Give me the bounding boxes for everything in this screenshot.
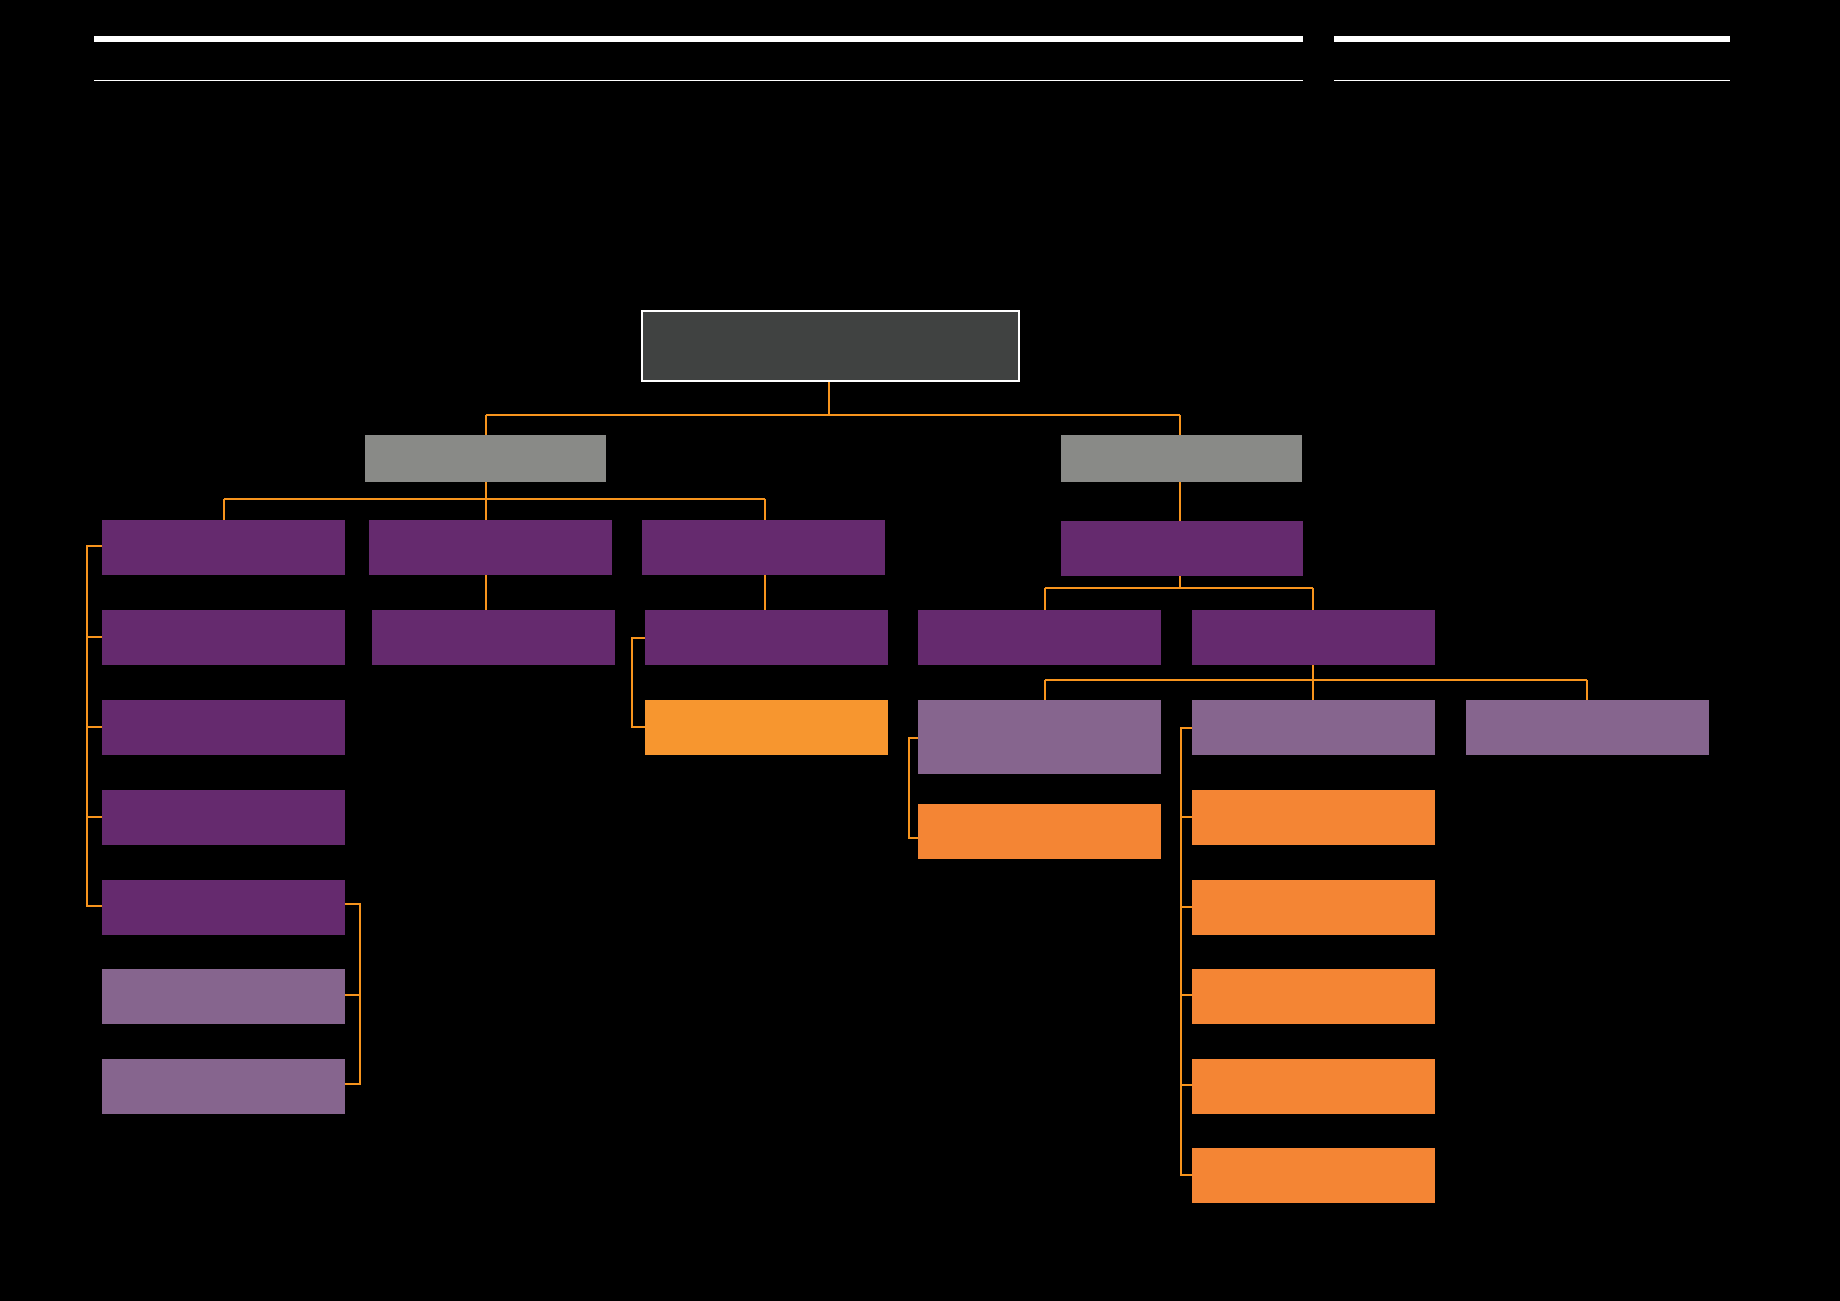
org-node-right-2b [1192,610,1435,665]
org-node-left-b1 [369,520,612,575]
header-rule-left-thick [94,36,1303,42]
org-node-right-1 [1061,521,1303,576]
connector-line-1 [485,382,1181,435]
connector-line-3 [86,545,102,907]
org-node-right-3b [1192,700,1435,755]
org-node-right-3c [1466,700,1709,755]
connector-line-7 [631,637,645,728]
org-node-root [641,310,1020,382]
connector-line-2 [223,482,766,520]
org-node-right-3b-child3 [1192,969,1435,1024]
org-node-left-c1 [642,520,885,575]
org-node-left-b2 [372,610,615,665]
org-node-right-3b-child5 [1192,1148,1435,1203]
org-node-left-a7 [102,1059,345,1114]
org-node-left-c3 [645,700,888,755]
connector-line-10 [1044,665,1588,700]
org-node-right-3a-child [918,804,1161,859]
org-node-left-a5 [102,880,345,935]
org-node-left-c2 [645,610,888,665]
org-node-right-2a [918,610,1161,665]
org-node-left-a3 [102,700,345,755]
header-rule-left-thin [94,80,1303,81]
org-node-right-3b-child1 [1192,790,1435,845]
org-node-right-3b-child2 [1192,880,1435,935]
org-node-right-3b-child4 [1192,1059,1435,1114]
org-node-branch-left [365,435,606,482]
org-node-right-3a [918,700,1161,774]
org-node-branch-right [1061,435,1302,482]
connector-line-12 [1180,727,1192,1176]
org-node-left-a4 [102,790,345,845]
connector-line-11 [908,737,918,839]
org-node-left-a6 [102,969,345,1024]
header-rule-right-thin [1334,80,1730,81]
connector-line-9 [1044,576,1314,610]
org-node-left-a2 [102,610,345,665]
org-node-left-a1 [102,520,345,575]
connector-line-4 [345,903,361,1085]
header-rule-right-thick [1334,36,1730,42]
